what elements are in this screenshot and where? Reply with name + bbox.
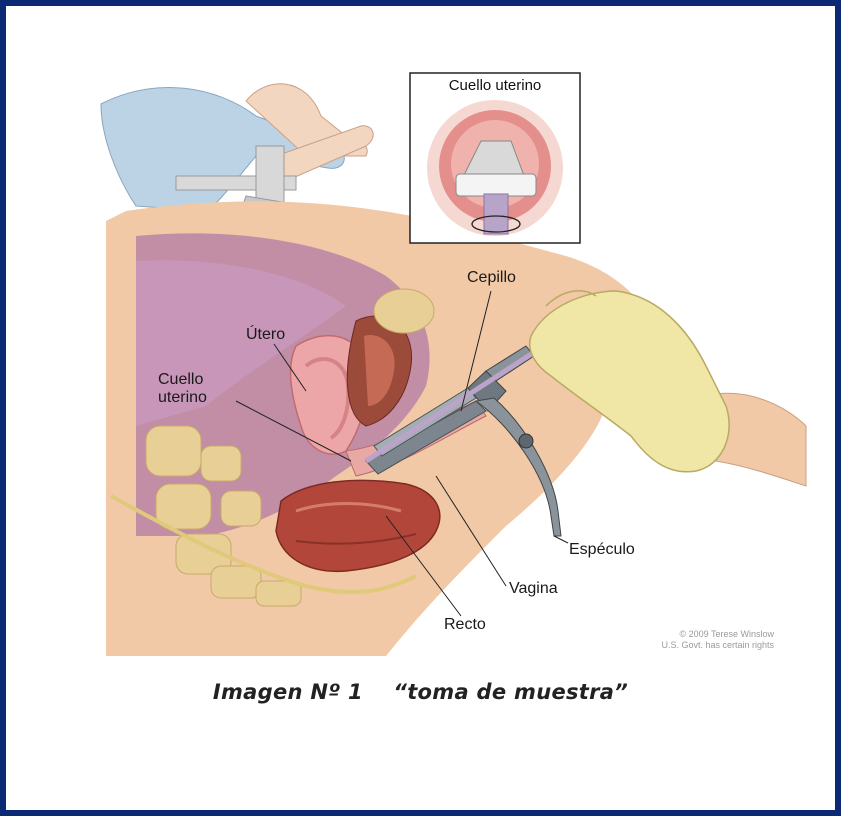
label-cuello-line1: Cuello <box>158 371 203 388</box>
pelvis-cross-section <box>106 201 648 656</box>
label-utero: Útero <box>246 324 285 343</box>
patient-legs <box>101 84 373 221</box>
credit-line1: © 2009 Terese Winslow <box>679 629 774 639</box>
cervix-inset: Cuello uterino <box>410 73 580 243</box>
label-vagina: Vagina <box>509 580 558 597</box>
pubic-bone <box>374 289 434 333</box>
label-cuello-line2: uterino <box>158 389 207 406</box>
figure-caption: Imagen Nº 1 “toma de muestra” <box>0 680 841 704</box>
label-especulo: Espéculo <box>569 541 635 558</box>
label-cepillo: Cepillo <box>467 269 516 286</box>
credit-line2: U.S. Govt. has certain rights <box>661 640 774 650</box>
inset-title: Cuello uterino <box>449 77 542 94</box>
label-recto: Recto <box>444 616 486 633</box>
